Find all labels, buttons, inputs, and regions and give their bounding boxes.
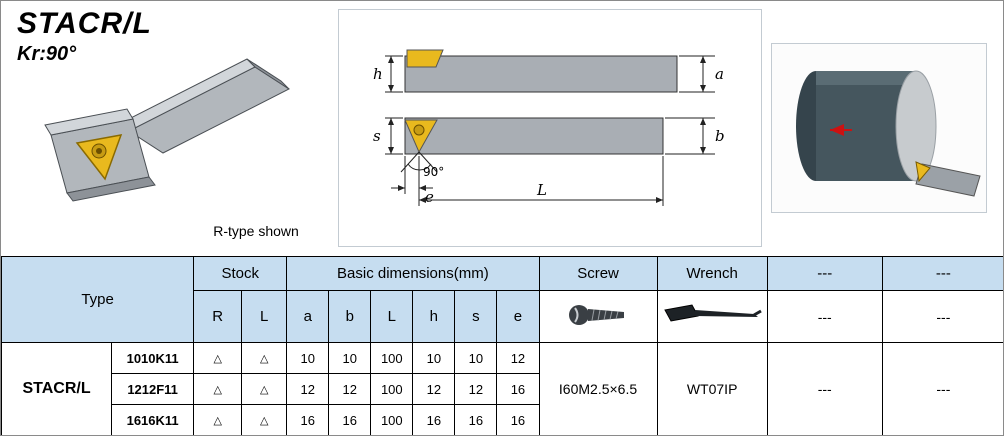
dim-b-0: 10 (328, 342, 372, 374)
type-label-cell: STACR/L (1, 342, 113, 435)
dim-label-e: e (425, 188, 434, 206)
stock-r-1: △ (193, 373, 243, 405)
toolholder-3d-illustration (44, 58, 291, 202)
dimension-drawing: h a s b 90° (373, 49, 725, 206)
header-dash-2: --- (881, 256, 1003, 291)
dim-label-a: a (715, 65, 724, 83)
approach-angle: Kr:90° (17, 43, 77, 65)
subheader-L-stock: L (241, 290, 288, 343)
wrench-icon-cell (656, 290, 768, 343)
wrench-value-cell: WT07IP (656, 342, 768, 435)
header-type: Type (1, 256, 195, 343)
model-cell-1: 1212F11 (111, 373, 195, 405)
dim-h-0: 10 (412, 342, 456, 374)
stock-r-0: △ (193, 342, 243, 374)
stock-r-2: △ (193, 404, 243, 435)
dim-a-2: 16 (286, 404, 330, 435)
dim-e-0: 12 (496, 342, 540, 374)
dim-b-1: 12 (328, 373, 372, 405)
dash-value-cell-2: --- (881, 342, 1003, 435)
header-dash-1: --- (766, 256, 883, 291)
dim-a-0: 10 (286, 342, 330, 374)
top-section: STACR/L Kr:90° R-type shown (1, 1, 1003, 256)
dim-s-2: 16 (454, 404, 498, 435)
angle-label: 90° (423, 165, 444, 179)
subheader-e: e (496, 290, 540, 343)
dim-label-L: L (536, 181, 547, 199)
dim-b-2: 16 (328, 404, 372, 435)
stock-l-1: △ (241, 373, 288, 405)
subheader-b: b (328, 290, 372, 343)
subheader-s: s (454, 290, 498, 343)
dim-s-1: 12 (454, 373, 498, 405)
header-basic-dimensions: Basic dimensions(mm) (286, 256, 540, 291)
spec-table: Type Stock Basic dimensions(mm) Screw Wr… (1, 256, 1003, 435)
model-cell-0: 1010K11 (111, 342, 195, 374)
title-block: STACR/L Kr:90° (17, 7, 152, 66)
dim-h-2: 16 (412, 404, 456, 435)
dim-label-b: b (715, 127, 725, 145)
dim-a-1: 12 (286, 373, 330, 405)
header-wrench: Wrench (656, 256, 768, 291)
screw-value-cell: I60M2.5×6.5 (538, 342, 658, 435)
dim-h-1: 12 (412, 373, 456, 405)
subheader-h: h (412, 290, 456, 343)
machining-render-box (771, 43, 987, 213)
tool-caption: R-type shown (213, 223, 299, 239)
screw-icon (569, 305, 625, 325)
wrench-icon (664, 304, 762, 322)
dim-L-1: 100 (370, 373, 414, 405)
stock-l-2: △ (241, 404, 288, 435)
dimension-drawing-box: h a s b 90° (338, 9, 762, 247)
insert-illustration (75, 134, 123, 181)
model-cell-2: 1616K11 (111, 404, 195, 435)
dim-s-0: 10 (454, 342, 498, 374)
dim-label-s: s (373, 127, 381, 145)
dim-L-2: 100 (370, 404, 414, 435)
product-title: STACR/L (17, 7, 152, 40)
dash-value-cell-1: --- (766, 342, 883, 435)
dim-e-2: 16 (496, 404, 540, 435)
stock-l-0: △ (241, 342, 288, 374)
dim-label-h: h (373, 65, 383, 83)
subheader-dash-2: --- (881, 290, 1003, 343)
subheader-L: L (370, 290, 414, 343)
workpiece-render (796, 70, 981, 197)
screw-icon-cell (538, 290, 658, 343)
header-stock: Stock (193, 256, 288, 291)
subheader-dash-1: --- (766, 290, 883, 343)
dim-e-1: 16 (496, 373, 540, 405)
dim-L-0: 100 (370, 342, 414, 374)
spec-table-wrap: Type Stock Basic dimensions(mm) Screw Wr… (1, 256, 1003, 435)
subheader-R: R (193, 290, 243, 343)
subheader-a: a (286, 290, 330, 343)
header-screw: Screw (538, 256, 658, 291)
